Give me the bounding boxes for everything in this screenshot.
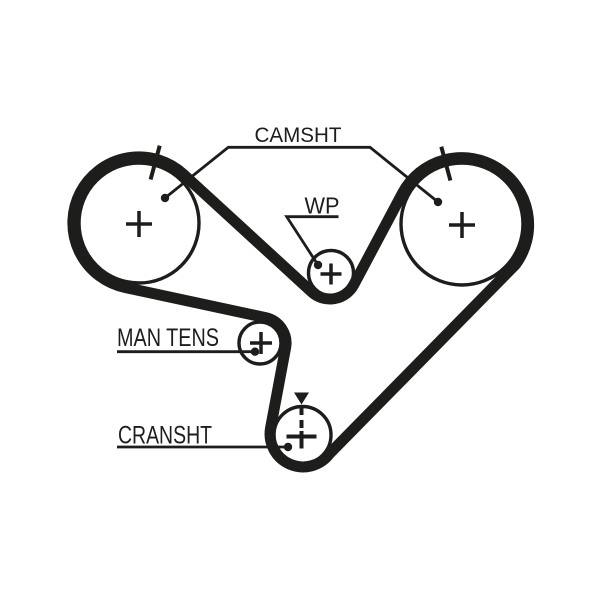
crankshaft-alignment-mark <box>294 392 309 428</box>
water-pump-label: WP <box>305 193 340 219</box>
manual-tensioner-label: MAN TENS <box>117 324 219 352</box>
pulleys <box>77 161 525 466</box>
left-camshaft-center-cross <box>126 211 152 237</box>
camshaft-leader-dot-right <box>433 197 443 207</box>
timing-belt <box>67 151 535 473</box>
water-pump-leader-dot <box>313 260 323 270</box>
right-camshaft-pulley <box>399 161 525 287</box>
center-marks <box>126 211 475 449</box>
crankshaft-label: CRANSHT <box>118 422 212 450</box>
camshaft-label: CAMSHT <box>255 124 342 147</box>
camshaft-leader-dot-left <box>160 193 170 203</box>
labels: CAMSHT WP MAN TENS CRANSHT <box>117 124 342 450</box>
water-pump-center-cross <box>320 263 342 285</box>
crankshaft-leader-dot <box>283 442 293 452</box>
camshaft-leader-line <box>164 145 439 204</box>
leader-lines <box>117 145 443 452</box>
left-camshaft-pulley <box>77 161 201 285</box>
tensioner-leader-dot <box>250 347 260 356</box>
right-camshaft-center-cross <box>449 212 475 238</box>
alignment-arrow-icon <box>294 392 309 405</box>
water-pump-leader-line <box>284 215 339 266</box>
tensioner-center-cross <box>250 332 272 354</box>
crankshaft-center-cross <box>286 431 317 449</box>
